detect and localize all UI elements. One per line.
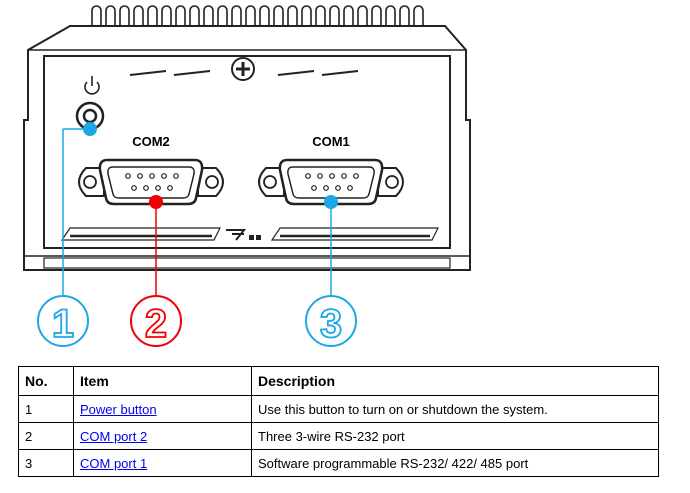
- spec-table: No. Item Description 1 Power button Use …: [18, 366, 659, 477]
- front-panel-face: [43, 55, 451, 249]
- heatsink-fin: [175, 5, 186, 27]
- heatsink-fin: [357, 5, 368, 27]
- heatsink-fin: [273, 5, 284, 27]
- row-description: Use this button to turn on or shutdown t…: [251, 395, 659, 423]
- header-description: Description: [251, 366, 659, 396]
- heatsink-fin: [245, 5, 256, 27]
- callout-2-circle: [130, 295, 182, 347]
- front-stripe: [60, 227, 439, 241]
- row-item-cell: COM port 1: [73, 449, 252, 477]
- heatsink-fin: [189, 5, 200, 27]
- table-header-row: No. Item Description: [18, 366, 659, 396]
- row-no: 1: [18, 395, 74, 423]
- heatsink-fin: [413, 5, 424, 27]
- com1-label: COM1: [312, 134, 350, 149]
- table-row: 3 COM port 1 Software programmable RS-23…: [18, 449, 659, 477]
- row-no: 2: [18, 422, 74, 450]
- heatsink-fin: [329, 5, 340, 27]
- heatsink-fin: [91, 5, 102, 27]
- row-item-cell: COM port 2: [73, 422, 252, 450]
- heatsink-fin: [315, 5, 326, 27]
- vent-slits: [129, 70, 359, 76]
- heatsink-fin: [133, 5, 144, 27]
- heatsink-fin: [231, 5, 242, 27]
- callout-3-number: 3: [320, 302, 342, 346]
- com1-port[interactable]: [258, 158, 404, 206]
- callout-1-circle: [37, 295, 89, 347]
- chassis-base-plate: [43, 257, 451, 269]
- table-row: 1 Power button Use this button to turn o…: [18, 395, 659, 423]
- heatsink-fin: [161, 5, 172, 27]
- heatsink-fin: [119, 5, 130, 27]
- heatsink-fin: [217, 5, 228, 27]
- heatsink-fin: [287, 5, 298, 27]
- heatsink-fin: [343, 5, 354, 27]
- com2-label: COM2: [132, 134, 170, 149]
- device-front-panel-diagram: COM2 COM1: [23, 5, 471, 347]
- callout-2-dot: [149, 195, 163, 209]
- row-description: Software programmable RS-232/ 422/ 485 p…: [251, 449, 659, 477]
- header-item: Item: [73, 366, 252, 396]
- heatsink-fin: [105, 5, 116, 27]
- callout-1: 1: [37, 122, 97, 347]
- heatsink-fins: [91, 5, 424, 27]
- heatsink-fin: [259, 5, 270, 27]
- power-button-link[interactable]: Power button: [80, 401, 157, 417]
- brand-logo-icon: [226, 229, 261, 241]
- callout-2-number: 2: [145, 302, 167, 346]
- row-item-cell: Power button: [73, 395, 252, 423]
- callout-1-dot: [83, 122, 97, 136]
- callout-2: 2: [130, 195, 182, 347]
- row-description: Three 3-wire RS-232 port: [251, 422, 659, 450]
- com-port-2-link[interactable]: COM port 2: [80, 428, 148, 444]
- table-row: 2 COM port 2 Three 3-wire RS-232 port: [18, 422, 659, 450]
- row-no: 3: [18, 449, 74, 477]
- callout-3-circle: [305, 295, 357, 347]
- heatsink-fin: [385, 5, 396, 27]
- heatsink-fin: [147, 5, 158, 27]
- heatsink-fin: [371, 5, 382, 27]
- power-symbol-icon: [84, 76, 100, 95]
- heatsink-fin: [399, 5, 410, 27]
- callout-3: 3: [305, 195, 357, 347]
- com2-port[interactable]: [78, 158, 224, 206]
- callout-3-dot: [324, 195, 338, 209]
- top-screw-icon: [231, 57, 255, 81]
- header-no: No.: [18, 366, 74, 396]
- heatsink-fin: [301, 5, 312, 27]
- com-port-1-link[interactable]: COM port 1: [80, 455, 148, 471]
- heatsink-fin: [203, 5, 214, 27]
- callout-1-number: 1: [52, 302, 74, 346]
